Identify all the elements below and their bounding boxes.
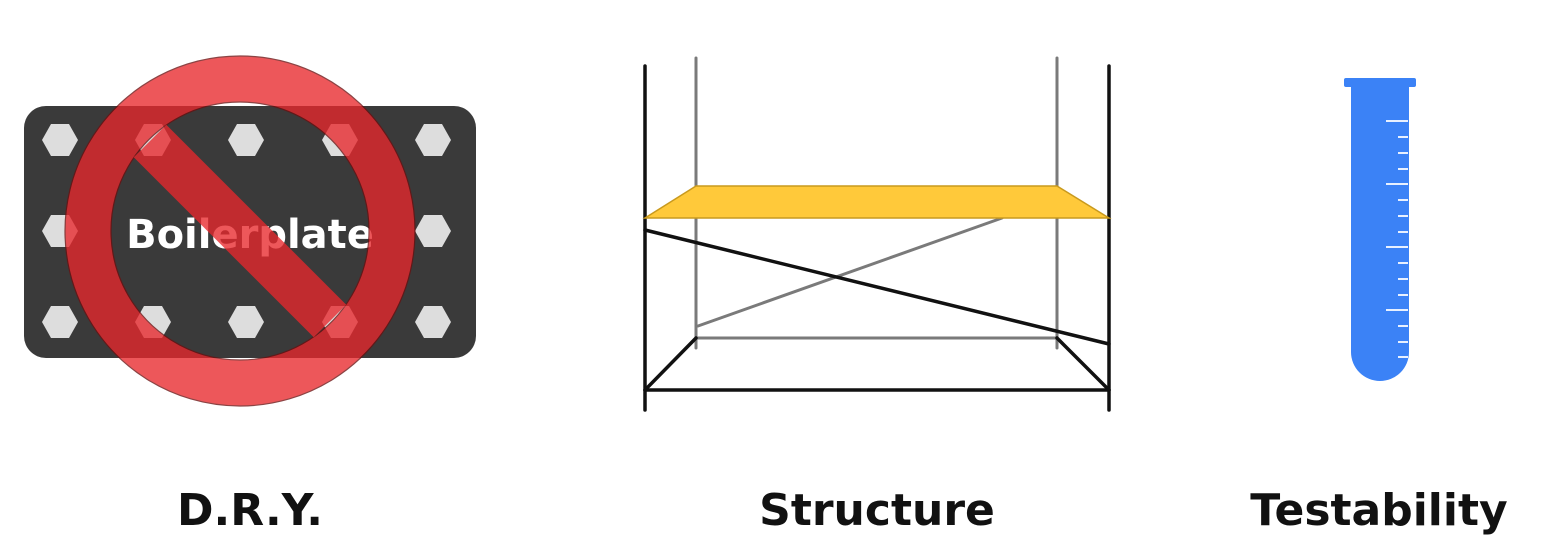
scaffolding-illustration	[642, 56, 1112, 412]
structure-caption: Structure	[759, 485, 995, 536]
test-tube-icon	[1344, 78, 1416, 381]
dry-illustration: Boilerplate	[24, 55, 476, 407]
measurement-ticks	[1386, 120, 1408, 358]
bolt-icons	[42, 124, 451, 338]
front-frame	[643, 64, 1111, 412]
testability-caption: Testability	[1250, 485, 1508, 536]
dry-caption: D.R.Y.	[177, 485, 323, 536]
prohibition-icon	[64, 55, 416, 407]
scaffold-plank	[642, 185, 1112, 219]
